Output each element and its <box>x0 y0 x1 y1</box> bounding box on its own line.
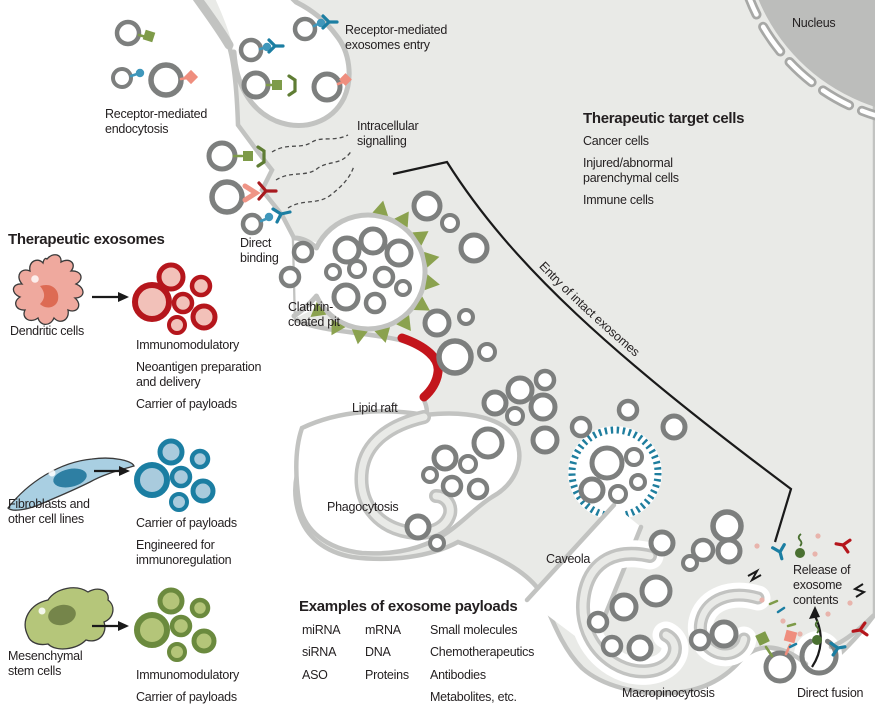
label-clathrin-pit: Clathrin- coated pit <box>288 300 340 330</box>
label-receptor-entry: Receptor-mediated exosomes entry <box>345 23 448 53</box>
phagocytosis-cup <box>294 409 522 556</box>
source-function: Immunomodulatory <box>136 668 239 682</box>
salmon-ligand-icon <box>242 183 261 203</box>
clathrin-coated-pit <box>278 200 440 345</box>
receptor-icon <box>267 38 285 54</box>
receptor-icon <box>271 207 292 224</box>
blue-ligand-icon <box>135 68 145 78</box>
target-cells-item: Cancer cells <box>583 134 649 148</box>
payload-column-1: miRNA siRNA ASO <box>302 623 341 690</box>
dendritic-cell <box>12 254 84 326</box>
label-receptor-endocytosis: Receptor-mediated endocytosis <box>105 107 208 137</box>
source-cell-label: Dendritic cells <box>10 324 85 338</box>
arrow <box>94 466 130 476</box>
nucleus <box>744 0 875 121</box>
payload-column-3: Small molecules Chemotherapeutics Antibo… <box>430 623 534 709</box>
payload-item: Chemotherapeutics <box>430 645 535 660</box>
payload-item: Antibodies <box>430 667 486 682</box>
target-cells-item: Immune cells <box>583 193 654 207</box>
green-exosome-cluster <box>134 587 217 662</box>
target-cells-item: Injured/abnormal parenchymal cells <box>583 156 679 186</box>
source-function: Immunomodulatory <box>136 338 239 352</box>
label-lipid-raft: Lipid raft <box>352 401 398 415</box>
payload-item: siRNA <box>302 645 337 660</box>
label-phagocytosis: Phagocytosis <box>327 500 399 514</box>
mesenchymal-stem-cell <box>24 587 114 650</box>
source-function: Engineered for immunoregulation <box>136 538 232 568</box>
antibody-icon <box>829 641 847 657</box>
cytoplasm-exosomes <box>411 190 744 572</box>
macropinocytosis-ruffles <box>569 540 771 685</box>
caveola-exosomes <box>578 445 647 504</box>
arrow <box>92 621 129 631</box>
source-function: Carrier of payloads <box>136 397 237 411</box>
green-ligand-icon <box>142 29 156 43</box>
burst-icon <box>747 568 762 583</box>
protein-icon <box>812 635 822 645</box>
label-direct-binding: Direct binding <box>240 236 279 266</box>
antibody-icon <box>834 538 852 554</box>
arrow <box>92 292 129 302</box>
payload-item: ASO <box>302 667 328 682</box>
payload-item: mRNA <box>365 623 401 637</box>
signalling-squiggles <box>271 134 355 209</box>
antibody-icon <box>851 621 869 637</box>
macropinocytosis-exosomes <box>586 574 739 662</box>
label-release-contents: Release of exosome contents <box>793 563 851 608</box>
direct-binding-site <box>206 140 292 236</box>
payload-item: Metabolites, etc. <box>430 689 517 704</box>
antibody-icon <box>771 543 786 561</box>
source-function: Carrier of payloads <box>136 690 237 704</box>
burst-icon <box>852 583 867 598</box>
label-nucleus: Nucleus <box>792 16 836 30</box>
payload-item: miRNA <box>302 623 341 637</box>
release-contents-particles <box>747 533 869 657</box>
source-function: Carrier of payloads <box>136 516 237 530</box>
receptor-icon <box>256 145 266 168</box>
payload-item: Proteins <box>365 667 409 682</box>
entry-line <box>392 160 793 543</box>
blue-exosome-cluster <box>134 438 216 512</box>
receptor-icon <box>257 181 278 201</box>
receptor-icon <box>321 14 339 30</box>
therapeutic-exosomes-heading: Therapeutic exosomes <box>8 231 165 248</box>
label-direct-fusion: Direct fusion <box>797 686 864 700</box>
label-intracellular-signalling: Intracellular signalling <box>357 119 419 149</box>
phagocytosed-exosomes <box>404 426 505 552</box>
red-exosome-cluster <box>132 262 218 335</box>
target-cells-heading: Therapeutic target cells <box>583 110 745 127</box>
small-molecule-dots <box>754 533 853 637</box>
receptor-icon <box>287 74 297 97</box>
clathrin-triangles <box>310 200 440 345</box>
label-macropinocytosis: Macropinocytosis <box>622 686 715 700</box>
source-cell-label: Mesenchymal stem cells <box>8 649 83 679</box>
source-function: Neoantigen preparation and delivery <box>136 360 262 390</box>
payload-item: DNA <box>365 645 391 660</box>
source-cell-label: Fibroblasts and other cell lines <box>8 497 90 527</box>
lipid-raft <box>397 333 443 402</box>
label-caveola: Caveola <box>546 552 591 566</box>
nucleic-acid-dashes <box>768 599 798 649</box>
payloads-heading: Examples of exosome payloads <box>299 598 518 615</box>
free-exosomes <box>111 14 352 103</box>
pit-exosomes <box>278 226 414 315</box>
salmon-ligand-icon <box>183 69 199 85</box>
payload-item: Small molecules <box>430 623 518 637</box>
protein-icon <box>795 548 805 558</box>
membrane-spit <box>192 0 234 50</box>
payload-column-2: mRNA DNA Proteins <box>365 623 409 690</box>
